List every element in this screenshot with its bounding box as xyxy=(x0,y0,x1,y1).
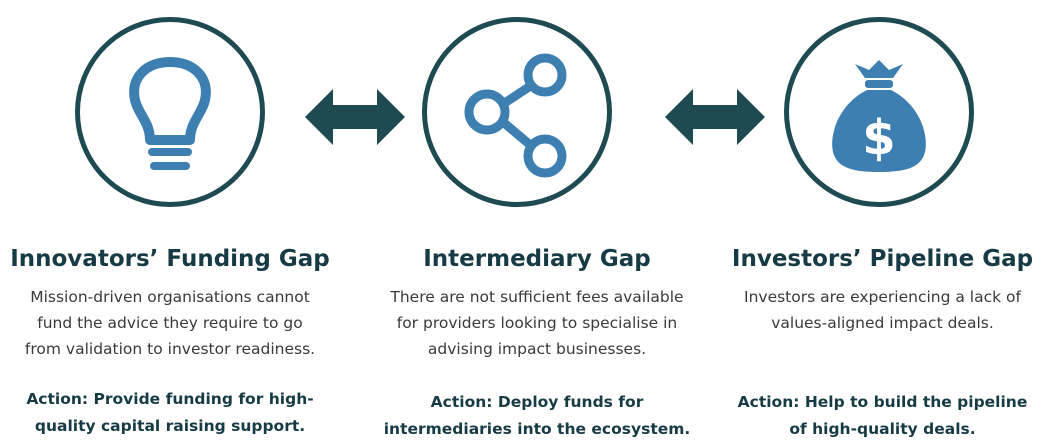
desc-line: There are not sufficient fees available xyxy=(390,288,684,306)
investors-description: Investors are experiencing a lack of val… xyxy=(722,284,1043,336)
intermediary-action: Action: Deploy funds for intermediaries … xyxy=(362,389,712,443)
desc-line: Investors are experiencing a lack of xyxy=(744,288,1021,306)
lightbulb-icon xyxy=(129,57,211,170)
intermediary-description: There are not sufficient fees available … xyxy=(362,284,712,362)
action-line: Action: Deploy funds for xyxy=(430,393,644,411)
action-line: Action: Provide funding for high- xyxy=(26,390,314,408)
investors-heading: Investors’ Pipeline Gap xyxy=(731,246,1034,272)
desc-line: values-aligned impact deals. xyxy=(771,314,994,332)
action-line: quality capital raising support. xyxy=(34,417,306,435)
double-arrow-icon xyxy=(305,89,405,145)
action-line: Action: Help to build the pipeline xyxy=(737,393,1028,411)
innovators-heading: Innovators’ Funding Gap xyxy=(10,246,330,272)
investors-action: Action: Help to build the pipeline of hi… xyxy=(722,389,1043,443)
intermediary-column: Intermediary Gap There are not sufficien… xyxy=(362,244,712,438)
svg-text:$: $ xyxy=(862,110,895,166)
investors-column: Investors’ Pipeline Gap Investors are ex… xyxy=(722,244,1043,438)
desc-line: Mission-driven organisations cannot xyxy=(30,288,310,306)
share-network-icon xyxy=(464,53,567,178)
desc-line: fund the advice they require to go xyxy=(37,314,303,332)
money-bag-icon: $ xyxy=(832,60,926,172)
innovators-column: Innovators’ Funding Gap Mission-driven o… xyxy=(0,244,340,435)
double-arrow-icon xyxy=(665,89,765,145)
share-network-circle xyxy=(422,17,612,207)
money-bag-circle: $ xyxy=(784,17,974,207)
desc-line: from validation to investor readiness. xyxy=(24,340,316,358)
action-line: intermediaries into the ecosystem. xyxy=(383,420,691,438)
lightbulb-circle xyxy=(75,17,265,207)
innovators-action: Action: Provide funding for high- qualit… xyxy=(0,386,340,440)
desc-line: advising impact businesses. xyxy=(427,340,647,358)
desc-line: for providers looking to specialise in xyxy=(396,314,678,332)
action-line: of high-quality deals. xyxy=(789,420,976,438)
intermediary-heading: Intermediary Gap xyxy=(423,246,651,272)
innovators-description: Mission-driven organisations cannot fund… xyxy=(0,284,340,362)
